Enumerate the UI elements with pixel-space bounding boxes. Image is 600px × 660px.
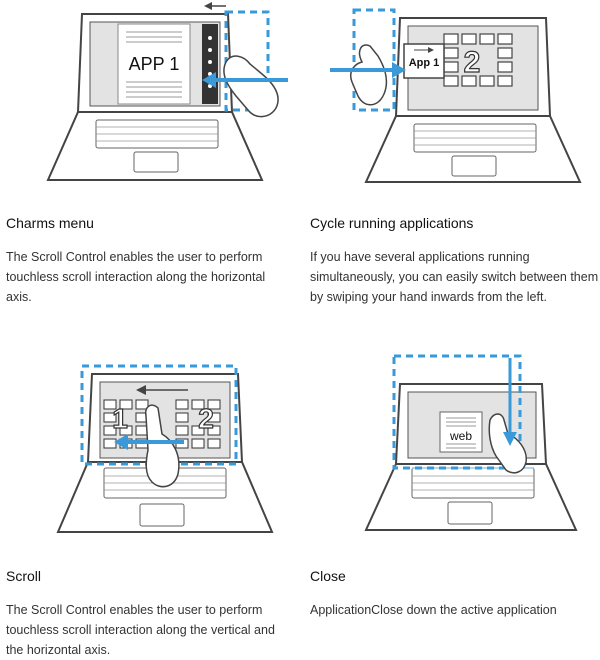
laptop-illustration-cycle: 2 App 1	[330, 8, 582, 183]
laptop-illustration-scroll: 1 2	[56, 364, 274, 533]
screen-number: 2	[464, 46, 481, 79]
screen-number-right: 2	[198, 403, 214, 434]
screen-number-left: 1	[112, 403, 128, 434]
app-label: APP 1	[129, 54, 180, 74]
app-label: web	[449, 429, 472, 443]
laptop-illustration-charms: APP 1	[46, 2, 288, 181]
panel-description: The Scroll Control enables the user to p…	[6, 250, 266, 304]
panel-cycle-applications: 2 App 1 Cycle running applications If yo…	[304, 0, 600, 310]
panel-description: ApplicationClose down the active applica…	[310, 603, 557, 617]
panel-title: Charms menu	[6, 215, 94, 231]
panel-title: Close	[310, 568, 346, 584]
panel-title: Scroll	[6, 568, 42, 584]
panel-charms-menu: APP 1 Charms menu The Scroll Control ena…	[0, 0, 296, 310]
app-label: App 1	[409, 57, 440, 69]
laptop-illustration-close: web	[364, 354, 578, 531]
panel-description: If you have several applications running…	[310, 250, 599, 304]
panel-description: The Scroll Control enables the user to p…	[6, 603, 275, 657]
panel-close: web Close ApplicationClose down the acti…	[304, 350, 600, 659]
panel-scroll: 1 2 Scroll The Scroll Control enables th…	[0, 350, 296, 659]
panel-title: Cycle running applications	[310, 215, 474, 231]
